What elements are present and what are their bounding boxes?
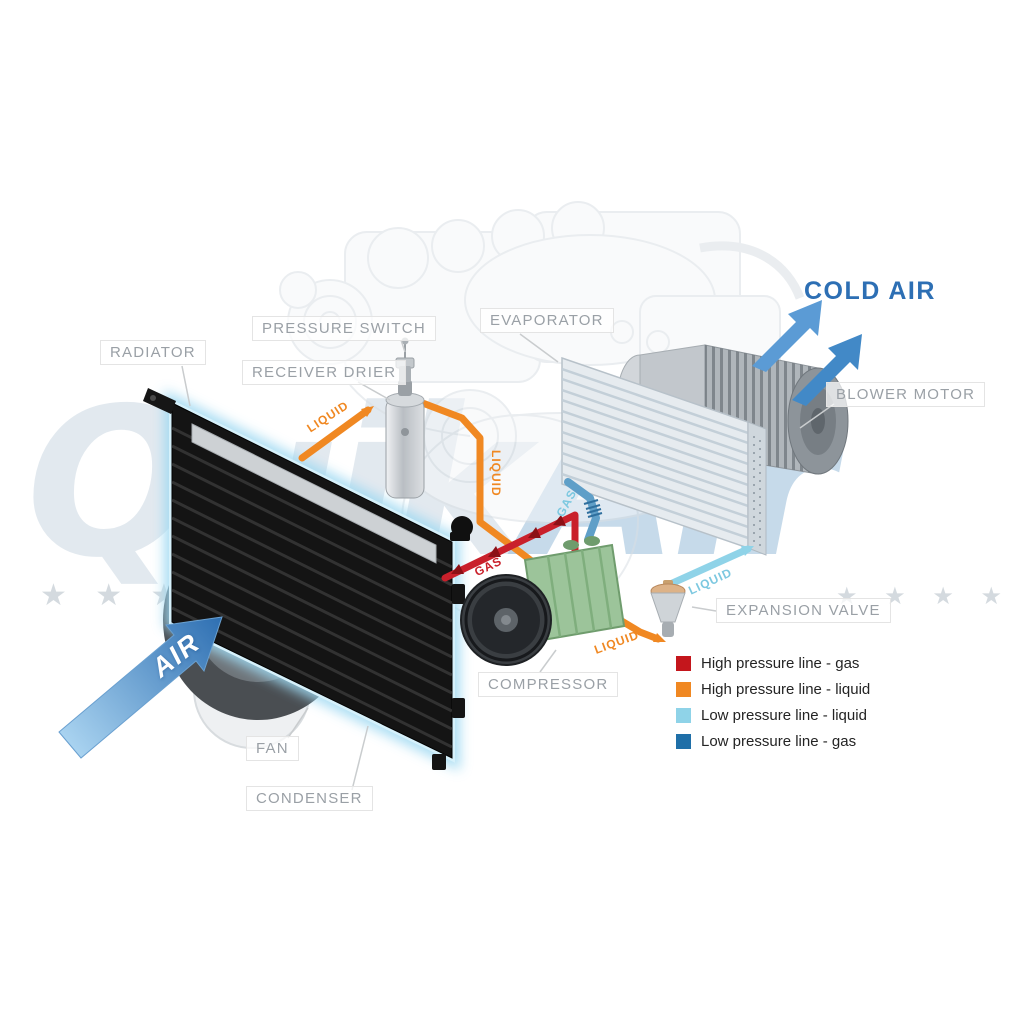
cold-air-arrows-icon — [752, 300, 862, 406]
pipe-low-pressure-gas — [564, 478, 603, 544]
air-arrow-icon — [58, 616, 223, 759]
pipe-low-pressure-liquid — [662, 545, 754, 590]
legend-label: Low pressure line - gas — [701, 732, 857, 750]
condenser-label: CONDENSER — [246, 786, 373, 811]
evaporator-label: EVAPORATOR — [480, 308, 614, 333]
radiator-top-tank — [191, 423, 437, 564]
compressor-pulley — [460, 574, 552, 666]
receiver-drier-label: RECEIVER DRIER — [242, 360, 407, 385]
low-pressure-gas-swatch-icon — [676, 733, 691, 749]
legend-label: High pressure line - gas — [701, 654, 860, 672]
liquid-label-valve: LIQUID — [592, 628, 641, 657]
legend: High pressure line - gas High pressure l… — [676, 650, 870, 754]
high-pressure-gas-swatch-icon — [676, 655, 691, 671]
pipe-high-pressure-gas — [441, 511, 579, 582]
fan-label: FAN — [246, 736, 299, 761]
high-pressure-liquid-swatch-icon — [676, 681, 691, 697]
compressor — [460, 536, 626, 666]
cold-air-label: COLD AIR — [804, 277, 936, 305]
expansion-valve — [650, 580, 686, 637]
compressor-label: COMPRESSOR — [478, 672, 619, 697]
receiver-drier — [385, 380, 425, 499]
blower-motor-label: BLOWER MOTOR — [826, 382, 986, 407]
legend-label: High pressure line - liquid — [701, 680, 871, 698]
pipe-high-pressure-liquid — [298, 398, 666, 643]
pressure-switch-label: PRESSURE SWITCH — [252, 316, 436, 341]
star-row-left-icon: ★ ★ ★ — [40, 579, 188, 612]
expansion-valve-label: EXPANSION VALVE — [716, 598, 891, 623]
condenser-radiator — [143, 388, 473, 771]
low-pressure-liquid-swatch-icon — [676, 707, 691, 723]
evaporator — [561, 356, 767, 556]
radiator-label: RADIATOR — [100, 340, 206, 365]
legend-row-low-gas: Low pressure line - gas — [676, 728, 870, 754]
leader-lines — [181, 333, 835, 791]
legend-row-high-liquid: High pressure line - liquid — [676, 676, 870, 702]
legend-row-high-gas: High pressure line - gas — [676, 650, 870, 676]
legend-row-low-liquid: Low pressure line - liquid — [676, 702, 870, 728]
legend-label: Low pressure line - liquid — [701, 706, 867, 724]
liquid-label-drier: LIQUID — [489, 450, 503, 497]
